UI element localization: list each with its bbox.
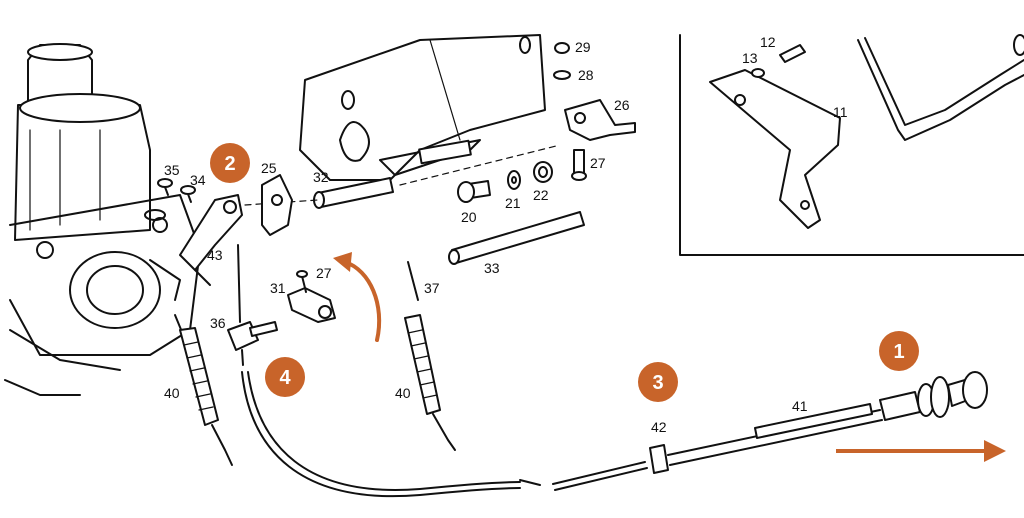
part-label-12: 12 xyxy=(760,34,776,50)
part-label-33: 33 xyxy=(484,260,500,276)
part-label-37: 37 xyxy=(424,280,440,296)
spring-40-left-drawing xyxy=(174,314,233,466)
step-badge-1: 1 xyxy=(879,331,919,371)
pull-direction-arrow xyxy=(836,440,1006,462)
part-label-31: 31 xyxy=(270,280,286,296)
part-label-43: 43 xyxy=(207,247,223,263)
part-label-32: 32 xyxy=(313,169,329,185)
part-label-13: 13 xyxy=(742,50,758,66)
part-label-36: 36 xyxy=(210,315,226,331)
part-label-22: 22 xyxy=(533,187,549,203)
part-label-34: 34 xyxy=(190,172,206,188)
step-number: 3 xyxy=(652,372,663,394)
parts-20-21-22-drawing xyxy=(457,161,553,203)
step-badge-2: 2 xyxy=(210,143,250,183)
step-number: 4 xyxy=(279,367,291,389)
spindle-32-drawing xyxy=(244,144,561,209)
part-label-20: 20 xyxy=(461,209,477,225)
part-label-41: 41 xyxy=(792,398,808,414)
part-label-26: 26 xyxy=(614,97,630,113)
carburetor-drawing xyxy=(4,43,201,396)
part-label-29: 29 xyxy=(575,39,591,55)
step-badge-4: 4 xyxy=(265,357,305,397)
swivel-36-drawing xyxy=(227,244,278,366)
lever-25-drawing xyxy=(261,174,293,236)
step-number: 1 xyxy=(893,341,904,363)
part-label-35: 35 xyxy=(164,162,180,178)
part-label-40: 40 xyxy=(395,385,411,401)
rod-33-drawing xyxy=(448,211,585,265)
choke-cable-drawing xyxy=(241,371,988,498)
clamp-31-drawing xyxy=(287,270,336,323)
bracket-26-drawing xyxy=(553,42,636,181)
part-label-25: 25 xyxy=(261,160,277,176)
part-label-27: 27 xyxy=(316,265,332,281)
rotation-arrow xyxy=(333,252,382,342)
screws-34-35-drawing xyxy=(157,178,196,203)
part-label-42: 42 xyxy=(651,419,667,435)
part-label-21: 21 xyxy=(505,195,521,211)
spring-40-right-drawing xyxy=(404,261,456,451)
part-label-11: 11 xyxy=(833,104,848,120)
part-label-27: 27 xyxy=(590,155,606,171)
part-labels: 11 12 13 20 21 22 25 26 27 27 28 29 31 3… xyxy=(164,34,848,435)
engine-bracket-drawing xyxy=(299,34,546,181)
part-label-40: 40 xyxy=(164,385,180,401)
step-number: 2 xyxy=(224,153,235,175)
inset-panel xyxy=(679,34,1024,256)
step-badge-3: 3 xyxy=(638,362,678,402)
lever-43-drawing xyxy=(179,194,243,286)
part-label-28: 28 xyxy=(578,67,594,83)
